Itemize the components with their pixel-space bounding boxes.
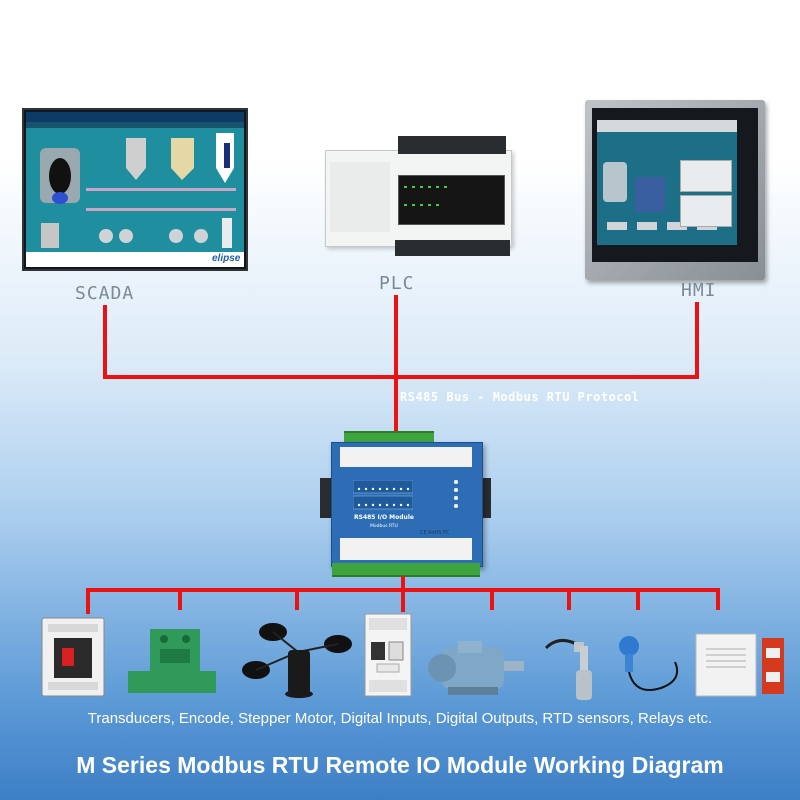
relay-box-icon (695, 633, 784, 697)
motor-icon (428, 641, 524, 695)
anemometer-icon (242, 623, 352, 698)
rtd-sensor-icon (544, 639, 592, 700)
pressure-sensor-icon (619, 636, 679, 691)
hmi-label: HMI (681, 280, 717, 301)
scada-label: SCADA (75, 283, 135, 304)
plc-label: PLC (379, 273, 415, 294)
breaker-icon (41, 617, 105, 697)
diagram-title: M Series Modbus RTU Remote IO Module Wor… (76, 752, 724, 778)
bus-label: RS485 Bus - Modbus RTU Protocol (400, 390, 640, 404)
encoder-icon (128, 629, 216, 693)
scada-logo: elipse (212, 253, 241, 264)
io-status-leds (454, 480, 458, 508)
field-devices-caption: Transducers, Encode, Stepper Motor, Digi… (87, 710, 713, 727)
scada-process-graphic (40, 133, 236, 248)
io-module-cert: CE RoHS FC (420, 530, 450, 536)
plc-led-rows (404, 186, 447, 206)
io-module-subtitle: Modbus RTU (370, 524, 398, 529)
io-led-panel (353, 480, 413, 510)
io-module-name: RS485 I/O Module (354, 514, 414, 521)
rcbo-icon (364, 613, 412, 697)
